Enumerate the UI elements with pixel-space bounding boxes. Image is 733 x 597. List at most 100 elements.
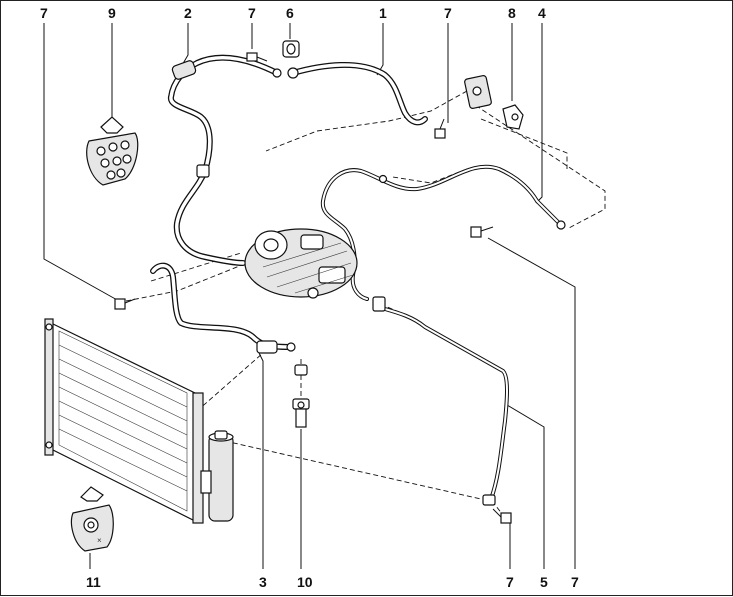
dash-bracket — [480, 118, 568, 169]
compressor-ribs — [262, 242, 354, 294]
callout-8: 8 — [508, 5, 516, 21]
condenser-tank-left — [44, 318, 54, 456]
seal-6 — [282, 40, 300, 58]
bolt-right-mid-head — [470, 226, 482, 238]
foam-pad-11-tab — [80, 486, 104, 502]
callout-7-bottom-right: 7 — [571, 574, 579, 590]
expansion-valve-port — [472, 86, 482, 96]
condenser-tank-right — [192, 392, 204, 524]
pipe-1-fitting — [287, 67, 299, 79]
receiver-drier — [200, 430, 234, 522]
condenser-inner — [58, 330, 188, 512]
pipe-1-fill — [291, 63, 427, 125]
dash-bolt-to-compressor — [125, 262, 248, 302]
foam-pad-9-hole-6 — [122, 154, 132, 164]
foam-pad-11-hole-inner — [87, 521, 95, 529]
pipe-4-clip — [378, 174, 388, 184]
callout-7-top-mid: 7 — [248, 5, 256, 21]
leader-5 — [506, 404, 545, 569]
dash-valve-to-pipe4 — [468, 100, 606, 230]
bolt-bottom-shank — [492, 508, 502, 518]
bracket-8-hole — [511, 113, 519, 121]
condenser-core — [50, 322, 196, 522]
pipe-2-end-fitting — [272, 68, 282, 78]
callout-10: 10 — [297, 574, 313, 590]
bolt-left-head — [114, 298, 126, 310]
pipe-5-fitting — [372, 296, 386, 312]
foam-pad-9-hole-3 — [120, 140, 130, 150]
callout-5: 5 — [540, 574, 548, 590]
foam-pad-11: × — [70, 486, 114, 552]
callout-4: 4 — [538, 5, 546, 21]
callout-1: 1 — [379, 5, 387, 21]
compressor — [244, 228, 358, 299]
pipe-2-fill — [169, 55, 279, 265]
pipe-2-outline — [168, 54, 280, 266]
valve-10-cap — [294, 364, 308, 376]
pipe-1-suction-hose — [287, 62, 428, 126]
bolt-right-mid-shank — [480, 226, 494, 232]
foam-pad-9-hole-5 — [112, 156, 122, 166]
pipe-3-junction — [256, 340, 278, 354]
bolt-right-mid — [470, 226, 494, 238]
pipe-5-end-fitting — [482, 494, 496, 506]
receiver-drier-body — [208, 434, 234, 522]
pipe-3-high-pressure-hose — [150, 262, 296, 354]
leader-7-bottom-right — [487, 237, 576, 569]
foam-pad-9-hole-1 — [96, 146, 106, 156]
foam-pad-9-hole-4 — [100, 158, 110, 168]
receiver-drier-cap — [214, 430, 228, 440]
pipe-5-condenser-line — [372, 296, 509, 506]
valve-10-stem — [295, 408, 307, 428]
expansion-valve — [464, 74, 492, 110]
foam-pad-9-hole-8 — [116, 168, 126, 178]
bolt-left — [114, 298, 136, 310]
pipe-5-fill — [384, 308, 508, 500]
compressor-pulley-hub — [263, 238, 279, 252]
condenser-mount-top — [45, 323, 53, 331]
bolt-top-right-shank — [439, 118, 445, 130]
dash-drier-to-pipe5 — [224, 440, 482, 500]
pipe-4-liquid-line — [320, 164, 566, 301]
bolt-bottom-head — [500, 512, 512, 524]
callout-7-top-left: 7 — [40, 5, 48, 21]
leader-1 — [376, 23, 384, 76]
callout-7-bottom-left: 7 — [506, 574, 514, 590]
receiver-drier-bracket — [200, 470, 212, 494]
callout-11: 11 — [86, 574, 101, 590]
bolt-top-right-head — [434, 128, 446, 139]
callout-6: 6 — [286, 5, 294, 21]
callout-2: 2 — [184, 5, 192, 21]
pipe-4-end — [556, 220, 566, 230]
callout-labels: 7 9 2 7 6 1 7 8 4 11 3 10 7 5 7 — [40, 5, 579, 590]
compressor-mount — [307, 287, 319, 299]
condenser — [44, 318, 204, 524]
bolt-top-mid-head — [246, 52, 258, 62]
dash-pipe3-to-condenser — [196, 352, 264, 412]
pipe-2-muffler — [171, 60, 197, 80]
bolts — [114, 52, 512, 524]
leader-3 — [258, 352, 264, 569]
bolt-top-mid-shank — [256, 56, 268, 62]
foam-pad-11-mark: × — [97, 536, 102, 545]
leader-2 — [180, 23, 189, 68]
bolt-bottom — [492, 508, 512, 524]
seal-6-bore — [286, 43, 296, 55]
pipe-2-discharge-hose — [168, 54, 282, 266]
foam-pad-9-tab — [100, 116, 124, 134]
foam-pad-9 — [86, 116, 139, 186]
compressor-port-upper — [300, 234, 324, 250]
foam-pad-9-hole-2 — [108, 142, 118, 152]
dash-evap-to-compressor — [265, 90, 468, 152]
valve-10 — [292, 364, 310, 428]
pipe-5-outline — [383, 307, 509, 501]
callout-3: 3 — [259, 574, 267, 590]
leader-4 — [535, 23, 543, 204]
condenser-fins — [58, 344, 188, 492]
leader-7-top-left — [43, 23, 120, 302]
bolt-left-shank — [124, 298, 136, 304]
callout-9: 9 — [108, 5, 116, 21]
condenser-mount-bottom — [45, 441, 53, 449]
